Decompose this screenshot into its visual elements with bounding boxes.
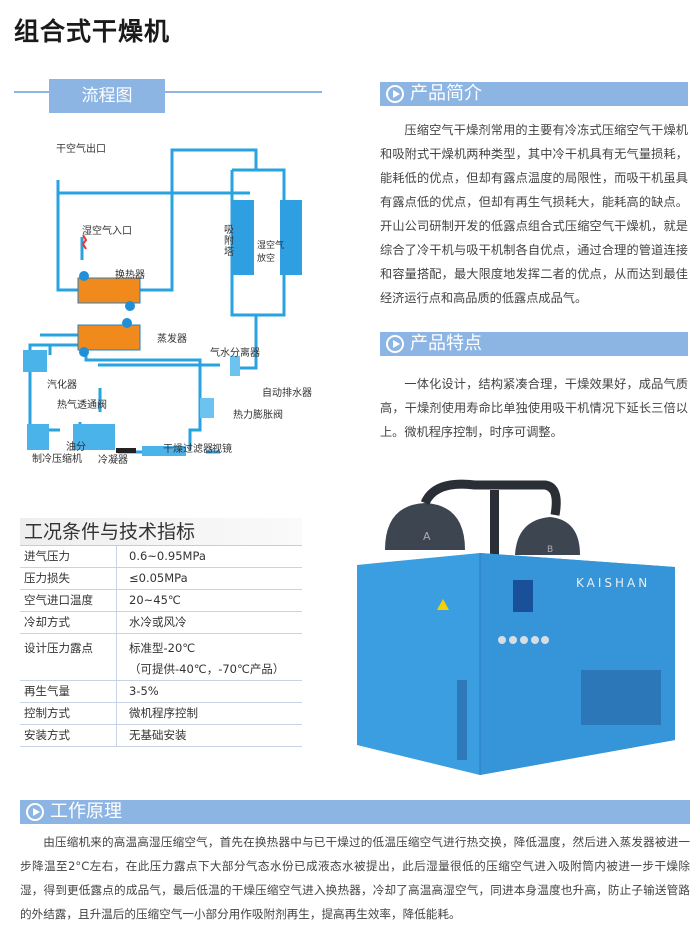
table-row: 安装方式无基础安装 <box>20 725 302 747</box>
label-auto-drain: 自动排水器 <box>262 388 312 399</box>
spec-value: ≤0.05MPa <box>129 571 188 585</box>
table-row: 空气进口温度 20~45℃ <box>20 590 302 612</box>
flow-diagram-pipes <box>23 148 302 456</box>
label-dryer-filter: 干燥过滤器 <box>163 444 213 455</box>
spec-table: 工况条件与技术指标 进气压力 0.6~0.95MPa 压力损失 ≤0.05MPa 空… <box>20 518 302 747</box>
label-wet-air-vent: 湿空气放空 <box>257 241 285 264</box>
principle-heading-text: 工作原理 <box>50 801 122 822</box>
spec-value: 0.6~0.95MPa <box>129 549 206 563</box>
spec-key: 安装方式 <box>20 725 117 746</box>
divider <box>14 91 322 93</box>
label-bypass-valve: 热气透通阀 <box>57 400 107 411</box>
play-circle-icon <box>26 803 44 821</box>
label-sight-glass: 视镜 <box>212 444 232 455</box>
spec-key: 控制方式 <box>20 703 117 724</box>
spec-key: 压力损失 <box>20 568 117 589</box>
intro-heading-text: 产品简介 <box>410 83 482 104</box>
dryer-machine-illustration <box>357 479 675 775</box>
table-row: 压力损失 ≤0.05MPa <box>20 568 302 590</box>
label-evaporator: 蒸发器 <box>157 334 187 345</box>
spec-key: 空气进口温度 <box>20 590 117 611</box>
principle-heading: 工作原理 <box>20 800 690 824</box>
label-condenser: 冷凝器 <box>98 455 128 466</box>
table-row: 再生气量 3-5% <box>20 681 302 703</box>
intro-text: 压缩空气干燥剂常用的主要有冷冻式压缩空气干燥机和吸附式干燥机两种类型，其中冷干机… <box>380 123 688 305</box>
features-text: 一体化设计，结构紧凑合理，干燥效果好，成品气质高，干燥剂使用寿命比单独使用吸干机… <box>380 377 688 439</box>
play-circle-icon <box>386 85 404 103</box>
tank-b-label: B <box>547 545 554 555</box>
table-row: 控制方式微机程序控制 <box>20 703 302 725</box>
spec-key: 设计压力露点 <box>20 634 117 680</box>
table-row: 进气压力 0.6~0.95MPa <box>20 546 302 568</box>
flow-diagram: 干空气出口 湿空气入口 换热器 吸附塔 湿空气放空 蒸发器 气水分离器 汽化器 … <box>20 130 340 470</box>
intro-heading: 产品简介 <box>380 82 688 106</box>
label-oil-separator: 油分 <box>66 442 86 453</box>
principle-text: 由压缩机来的高温高湿压缩空气，首先在换热器中与已干燥过的低温压缩空气进行热交换，… <box>20 835 690 921</box>
spec-value: 无基础安装 <box>129 728 187 742</box>
table-row: 冷却方式水冷或风冷 <box>20 612 302 634</box>
spec-value: 微机程序控制 <box>129 706 198 720</box>
spec-value-note: （可提供-40℃，-70℃产品） <box>129 662 285 676</box>
table-row: 设计压力露点标准型-20℃ （可提供-40℃，-70℃产品） <box>20 634 302 681</box>
label-separator: 气水分离器 <box>210 348 260 359</box>
spec-key: 冷却方式 <box>20 612 117 633</box>
spec-key: 再生气量 <box>20 681 117 702</box>
label-dry-air-outlet: 干空气出口 <box>56 144 106 155</box>
label-heat-exchanger: 换热器 <box>115 270 145 281</box>
features-heading-text: 产品特点 <box>410 333 482 354</box>
brand-label: KAISHAN <box>576 576 651 590</box>
features-heading: 产品特点 <box>380 332 688 356</box>
page-title: 组合式干燥机 <box>14 17 171 46</box>
spec-value: 3-5% <box>129 684 159 698</box>
spec-value: 标准型-20℃ <box>129 641 196 655</box>
spec-key: 进气压力 <box>20 546 117 567</box>
spec-value: 20~45℃ <box>129 593 181 607</box>
tank-a-label: A <box>423 530 431 543</box>
play-circle-icon <box>386 335 404 353</box>
label-vaporizer: 汽化器 <box>47 380 77 391</box>
product-image: KAISHAN A B <box>345 475 685 780</box>
label-compressor: 制冷压缩机 <box>32 454 82 465</box>
spec-value: 水冷或风冷 <box>129 615 187 629</box>
label-expansion-valve: 热力膨胀阀 <box>233 410 283 421</box>
label-adsorption-tower: 吸附塔 <box>224 225 234 258</box>
flow-diagram-heading: 流程图 <box>49 79 165 113</box>
spec-title: 工况条件与技术指标 <box>20 518 302 546</box>
label-wet-air-inlet: 湿空气入口 <box>82 226 132 237</box>
